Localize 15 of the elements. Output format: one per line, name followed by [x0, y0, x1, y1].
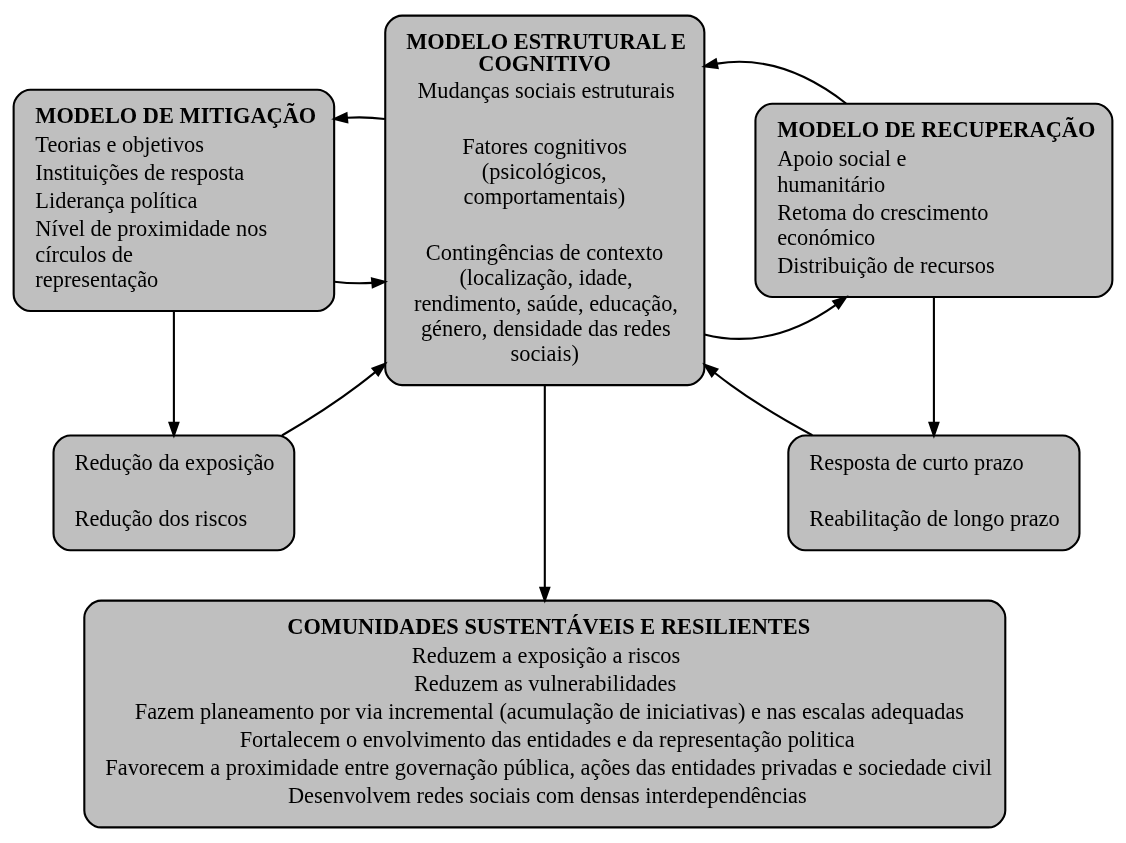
node-box: COMUNIDADES SUSTENTÁVEIS E RESILIENTES Reduzem a exposição a riscos Reduzem as vulnerabilidades Fazem planeamento por via incremental (acumulação de iniciativas) e nas escalas adequadas Fortalecem o envolvimento das entidades e da representação politica Favorecem a proximidade entre governação pública, ações das entidades privadas e sociedade civil Desenvolvem redes sociais com densas interdependências [83, 599, 1007, 829]
node-box: MODELO DE RECUPERAÇÃO Apoio social e humanitário Retoma do crescimento económico Distribuição de recursos [754, 102, 1114, 298]
arrow [928, 297, 940, 439]
arrow [702, 362, 813, 437]
node-box: Redução da exposição Redução dos riscos [52, 434, 296, 552]
arrow [281, 361, 388, 437]
arrow [331, 111, 386, 124]
arrow [334, 277, 389, 289]
arrow [538, 385, 551, 604]
arrow [704, 295, 849, 340]
arrow [168, 311, 180, 439]
node-box: MODELO ESTRUTURAL E COGNITIVO Mudanças sociais estruturais Fatores cognitivos (psicológicos, comportamentais) Contingências de contexto (localização, idade, rendimento, saúde, educação, género, densidade das redes sociais) [384, 14, 706, 387]
node-box: MODELO DE MITIGAÇÃO Teorias e objetivos Instituições de resposta Liderança política Nível de proximidade nos círculos de representação [12, 88, 336, 312]
arrow [701, 57, 847, 105]
node-box: Resposta de curto prazo Reabilitação de longo prazo [787, 434, 1081, 552]
